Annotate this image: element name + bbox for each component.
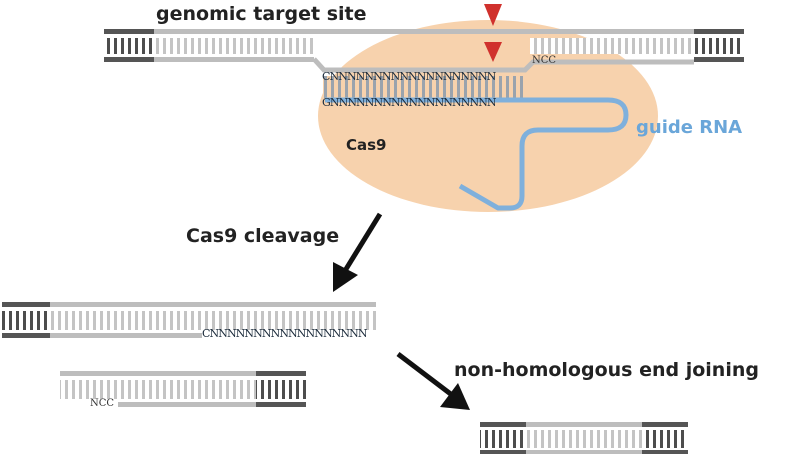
- rejoined-dna: [480, 422, 688, 454]
- guide-rna-strand: [325, 97, 629, 211]
- cut-site-marker-bottom: [484, 42, 502, 62]
- nhej-arrow: [396, 352, 470, 410]
- cleaved-strand-sequence: CNNNNNNNNNNNNNNNNNN: [202, 327, 368, 340]
- guide-rna-label: guide RNA: [636, 117, 742, 138]
- genomic-target-site-label: genomic target site: [156, 3, 367, 25]
- guide-strand-sequence: GNNNNNNNNNNNNNNNNNNN: [322, 96, 497, 109]
- cleaved-fragment-right: [60, 371, 306, 407]
- cas9-label: Cas9: [346, 136, 387, 154]
- target-strand-sequence: CNNNNNNNNNNNNNNNNNNN: [322, 70, 497, 83]
- nhej-label: non-homologous end joining: [454, 359, 759, 381]
- cas9-cleavage-label: Cas9 cleavage: [186, 225, 339, 247]
- cleavage-arrow: [333, 212, 383, 292]
- genomic-dna-top: [104, 29, 744, 73]
- cleaved-fragment-left: [2, 302, 376, 338]
- ncc-bottom-label: NCC: [90, 398, 114, 409]
- ncc-top-label: NCC: [532, 55, 556, 66]
- cut-site-marker-top: [484, 4, 502, 26]
- dna-rna-hybrid-rungs: [323, 76, 525, 98]
